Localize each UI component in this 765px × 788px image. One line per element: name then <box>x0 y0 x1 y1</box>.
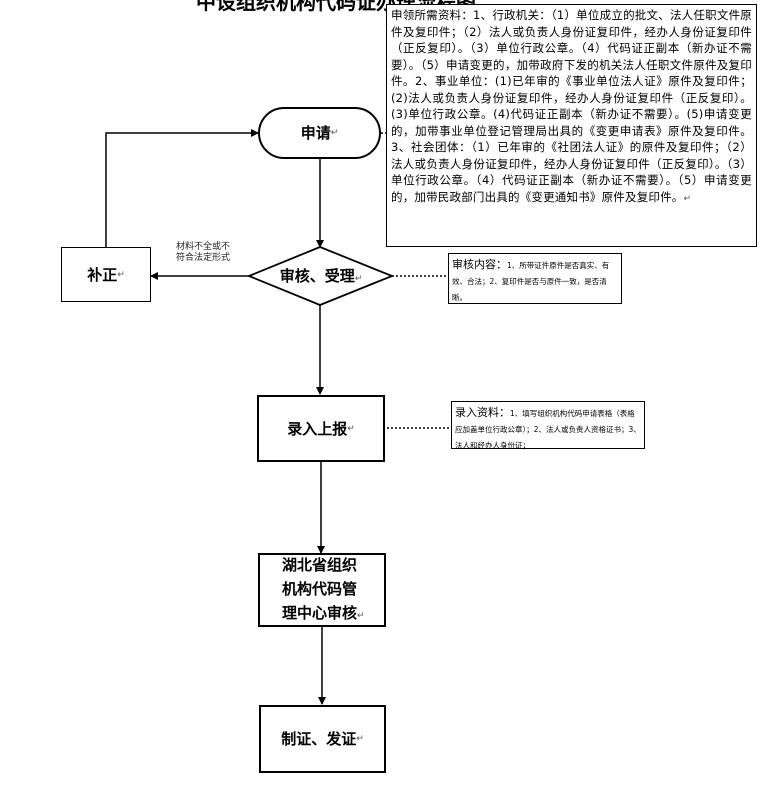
node-apply: 申请↵ <box>258 107 381 159</box>
node-review: 审核、受理↵ <box>279 267 363 285</box>
review-content-note: 审核内容：1、所带证件原件是否真实、有效、合法；2、复印件是否与原件一致，是否清… <box>448 253 622 304</box>
review-note-body: 1、所带证件原件是否真实、有效、合法；2、复印件是否与原件一致，是否清晰。 <box>452 261 610 302</box>
review-diamond <box>246 246 395 306</box>
entry-note-body: 1、填写组织机构代码申请表格（表格应加盖单位行政公章）；2、法人或负责人资格证书… <box>455 409 641 450</box>
review-note-head: 审核内容： <box>452 258 507 271</box>
node-supplement: 补正↵ <box>61 247 151 302</box>
node-issue-label: 制证、发证 <box>281 730 357 748</box>
entry-materials-note: 录入资料：1、填写组织机构代码申请表格（表格应加盖单位行政公章）；2、法人或负责… <box>451 401 645 450</box>
entry-note-head: 录入资料： <box>455 406 510 419</box>
node-issue: 制证、发证↵ <box>259 705 386 773</box>
node-supplement-label: 补正 <box>87 265 118 284</box>
arrow-supplement-to-apply <box>105 129 259 247</box>
requirements-text: 申领所需资料：1、行政机关：（1）单位成立的批文、法人任职文件原件及复印件；（2… <box>391 8 752 204</box>
requirements-note: 申领所需资料：1、行政机关：（1）单位成立的批文、法人任职文件原件及复印件；（2… <box>386 4 757 247</box>
node-center-review: 湖北省组织 机构代码管 理中心审核↵ <box>258 553 386 627</box>
node-apply-label: 申请 <box>300 124 331 142</box>
return-condition-label: 材料不全或不 符合法定形式 <box>176 242 231 263</box>
node-entry: 录入上报↵ <box>257 395 385 462</box>
node-center-line1: 湖北省组织 <box>282 555 358 574</box>
node-center-line2: 机构代码管 <box>282 579 358 598</box>
node-review-label: 审核、受理 <box>279 267 355 285</box>
node-center-line3: 理中心审核 <box>282 603 358 622</box>
node-entry-label: 录入上报 <box>287 419 348 438</box>
